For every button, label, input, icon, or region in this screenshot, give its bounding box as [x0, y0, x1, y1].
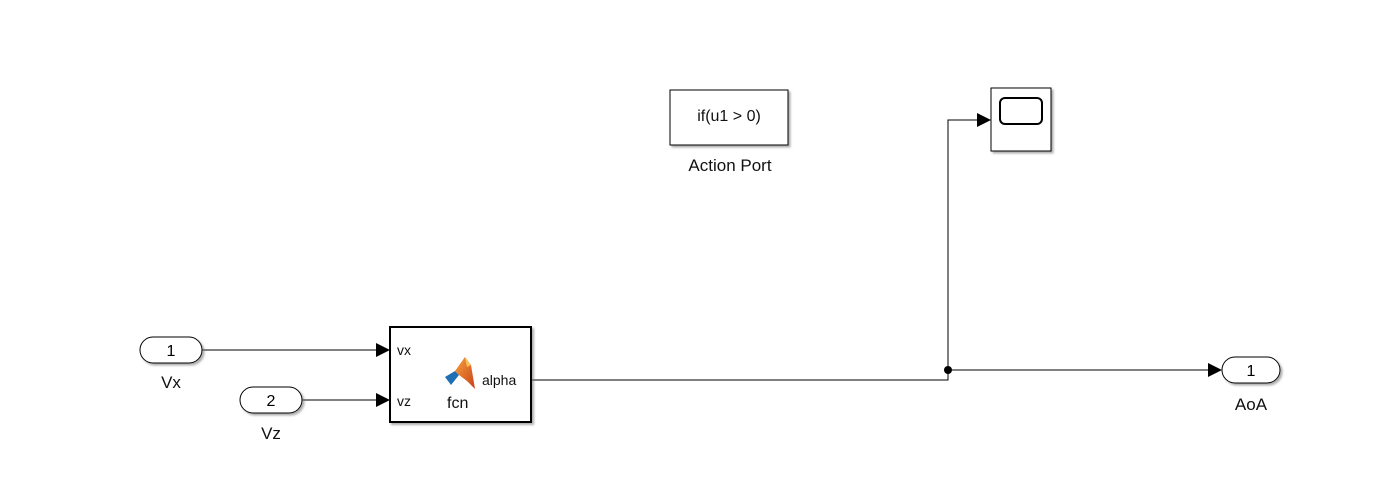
outport-1-label: AoA [1234, 395, 1268, 414]
outport-1-block[interactable]: 1 [1221, 356, 1281, 384]
signal-lines [202, 119, 1210, 401]
signal-line-branch-scope[interactable] [947, 119, 978, 370]
fcn-block-name: fcn [447, 395, 469, 412]
fcn-output-port-alpha: alpha [482, 372, 517, 388]
arrow-vz [376, 393, 390, 407]
inport-1-block[interactable]: 1 [139, 336, 203, 364]
if-block-caption: Action Port [688, 156, 772, 175]
matlab-logo-icon [445, 357, 475, 389]
inport-2-label: Vz [261, 424, 281, 443]
inport-1-label: Vx [161, 373, 181, 392]
inport-2-number: 2 [267, 393, 276, 410]
arrow-aoa [1208, 363, 1222, 377]
branch-point [944, 366, 952, 374]
fcn-input-port-vz: vz [397, 393, 411, 409]
inport-1-number: 1 [167, 343, 176, 360]
signal-line-alpha[interactable] [532, 369, 1210, 381]
arrowheads [376, 113, 1222, 407]
inport-2-block[interactable]: 2 [239, 386, 303, 414]
outport-1-number: 1 [1247, 363, 1256, 380]
matlab-function-block[interactable] [389, 326, 532, 423]
arrow-vx [376, 343, 390, 357]
if-block[interactable] [669, 89, 789, 146]
if-block-condition: if(u1 > 0) [697, 108, 761, 125]
scope-block[interactable] [990, 87, 1052, 152]
arrow-scope [977, 113, 991, 127]
scope-screen-icon [999, 97, 1043, 125]
fcn-input-port-vx: vx [397, 342, 411, 358]
